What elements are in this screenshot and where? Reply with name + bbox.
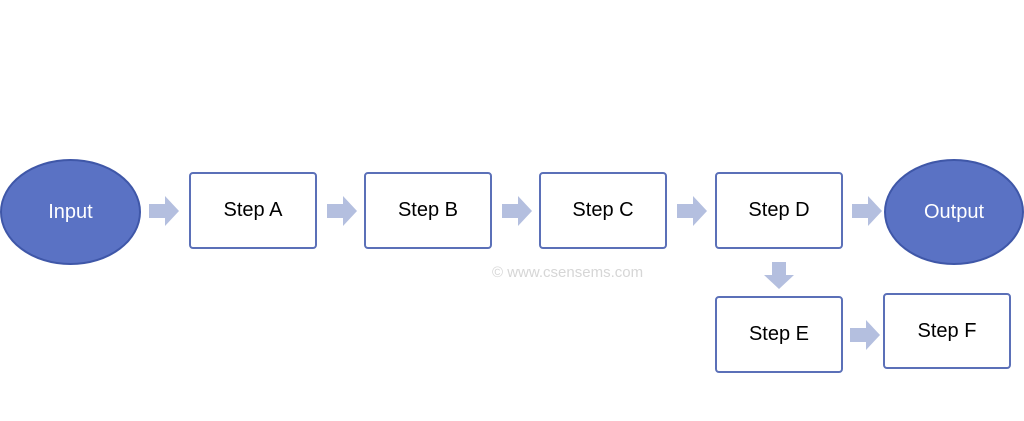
step-d-label: Step D [748, 199, 810, 221]
step-f-label: Step F [917, 319, 977, 342]
step-a-label: Step A [223, 199, 283, 221]
step-f-box: Step F [883, 293, 1011, 369]
arrow-input-to-step-a [149, 196, 179, 226]
arrow-step-d-to-output [852, 196, 882, 226]
input-node-label: Input [48, 200, 93, 223]
step-d-box: Step D [715, 172, 843, 249]
step-e-label: Step E [748, 323, 810, 345]
arrow-step-c-to-step-d [677, 196, 707, 226]
arrow-step-a-to-step-b [327, 196, 357, 226]
arrow-step-b-to-step-c [502, 196, 532, 226]
output-node-label: Output [923, 200, 985, 223]
input-node: Input [0, 159, 141, 265]
output-node: Output [884, 159, 1024, 265]
step-b-label: Step B [397, 199, 459, 221]
arrow-step-e-to-step-f [850, 320, 880, 350]
watermark-text: © www.csensems.com [492, 264, 644, 281]
step-c-label: Step C [572, 199, 634, 221]
arrow-step-d-to-step-e [764, 262, 794, 289]
step-e-box: Step E [715, 296, 843, 373]
step-b-box: Step B [364, 172, 492, 249]
step-c-box: Step C [539, 172, 667, 249]
step-a-box: Step A [189, 172, 317, 249]
